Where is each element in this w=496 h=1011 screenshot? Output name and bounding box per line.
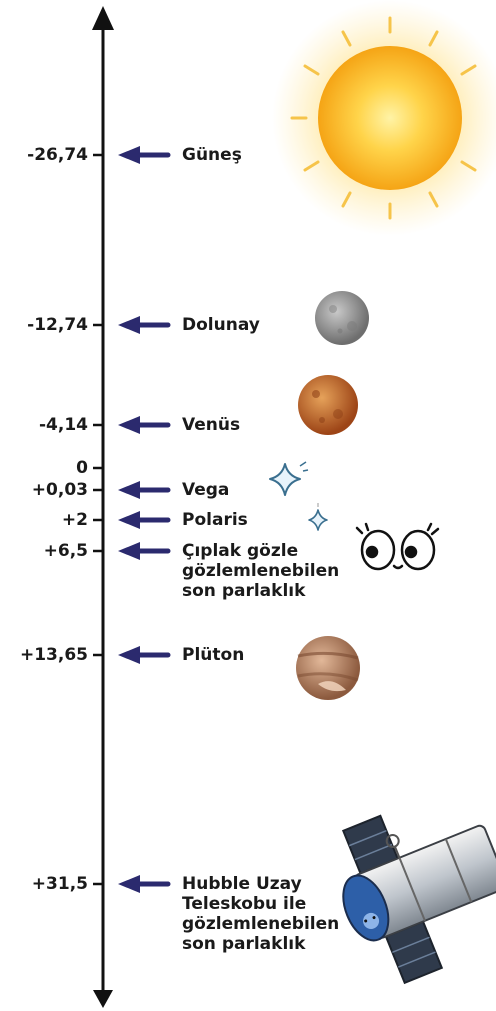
magnitude-value: +31,5: [31, 874, 88, 894]
full-moon-icon: [315, 291, 369, 345]
object-label-line: Güneş: [182, 145, 242, 165]
pointer-arrow: [118, 146, 171, 164]
pointer-arrow: [118, 511, 171, 529]
object-label: Vega: [182, 480, 229, 500]
pointer-arrow: [118, 416, 171, 434]
pointer-arrow: [118, 481, 171, 499]
object-label: Güneş: [182, 145, 242, 165]
object-label-line: Dolunay: [182, 315, 260, 335]
magnitude-value: +13,65: [19, 645, 88, 665]
pointer-arrow: [118, 316, 171, 334]
pointer-arrow: [118, 875, 171, 893]
pluto-icon: [296, 636, 360, 700]
hubble-telescope-icon: [341, 814, 496, 985]
object-label-line: gözlemlenebilen: [182, 561, 340, 581]
object-label: Venüs: [182, 415, 240, 435]
pointer-arrow: [118, 646, 171, 664]
axis-arrowhead-top: [92, 6, 114, 30]
magnitude-value: 0: [76, 458, 88, 478]
object-label-line: son parlaklık: [182, 934, 306, 954]
object-label-line: gözlemlenebilen: [182, 914, 340, 934]
magnitude-value: -4,14: [39, 415, 88, 435]
polaris-star-icon: [308, 503, 328, 531]
object-label-line: Teleskobu ile: [182, 894, 307, 914]
eyes-icon: [355, 522, 440, 571]
venus-icon: [298, 375, 358, 435]
object-label: Plüton: [182, 645, 244, 665]
object-label: Dolunay: [182, 315, 260, 335]
pointer-arrow: [118, 542, 171, 560]
axis-arrowhead-bottom: [93, 990, 113, 1008]
magnitude-value: -12,74: [27, 315, 88, 335]
magnitude-value: +0,03: [31, 480, 88, 500]
object-label: Polaris: [182, 510, 248, 530]
object-label-line: Polaris: [182, 510, 248, 530]
magnitude-value: -26,74: [27, 145, 88, 165]
object-label-line: Venüs: [182, 415, 241, 435]
object-label-line: Çıplak gözle: [182, 541, 299, 561]
object-label-line: Vega: [182, 480, 230, 500]
magnitude-value: +6,5: [43, 541, 88, 561]
object-label-line: son parlaklık: [182, 581, 306, 601]
magnitude-value: +2: [61, 510, 88, 530]
object-label-line: Hubble Uzay: [182, 874, 302, 894]
vega-star-icon: [269, 461, 309, 496]
object-label-line: Plüton: [182, 645, 245, 665]
sun-icon: [272, 0, 496, 236]
